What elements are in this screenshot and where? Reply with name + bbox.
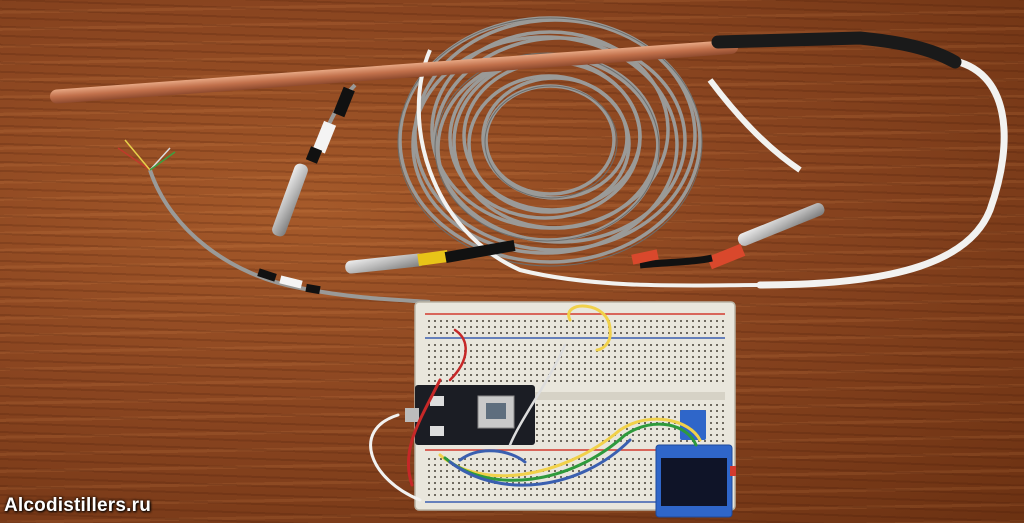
copper-tube <box>49 39 739 104</box>
cable-marker <box>305 283 321 295</box>
probe-sleeve <box>707 243 746 270</box>
oled-module <box>655 444 736 518</box>
white-cable <box>756 56 1008 289</box>
probe-sleeve <box>631 249 659 265</box>
cable-marker <box>257 268 277 282</box>
mcu-board <box>405 385 535 445</box>
probe-sleeve <box>333 86 355 118</box>
heat-shrink-sleeve <box>711 31 962 69</box>
probe-sleeve <box>417 249 449 267</box>
steel-probe-2 <box>345 253 425 274</box>
probe-sleeve <box>444 239 516 263</box>
white-cable-inner <box>416 49 761 288</box>
watermark: Alcodistillers.ru <box>4 495 151 516</box>
probe-sleeve <box>305 146 323 164</box>
coiled-cable-shadow <box>397 17 703 267</box>
probe-sleeve <box>312 120 337 154</box>
white-cable-branch <box>707 78 802 173</box>
steel-probe-1 <box>272 163 308 237</box>
probe-sleeve <box>639 254 713 269</box>
cable-marker <box>279 275 303 289</box>
jumper-wires <box>369 304 702 502</box>
steel-probe-3 <box>737 203 825 246</box>
stripped-wires <box>117 139 176 171</box>
